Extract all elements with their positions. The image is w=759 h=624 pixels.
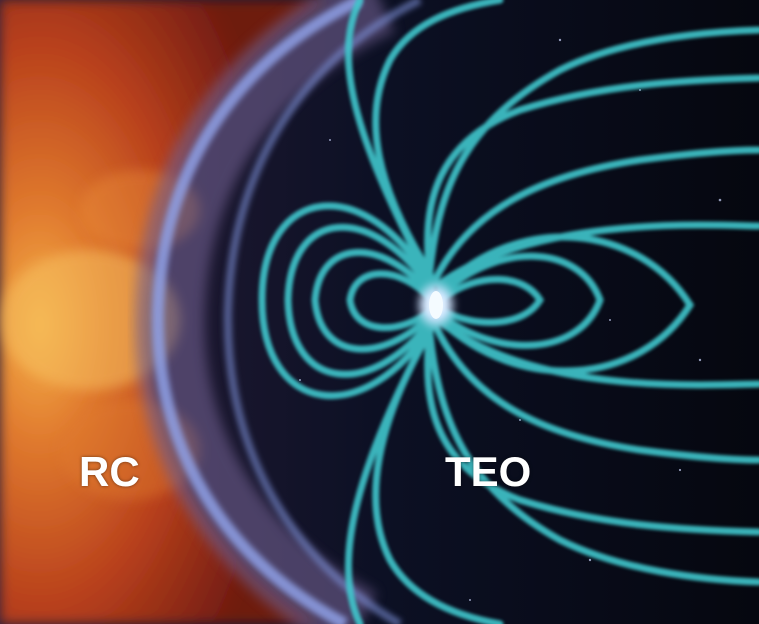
stars	[299, 38, 722, 601]
magnetic-field-lines	[258, 0, 759, 624]
label-teo: TEO	[445, 448, 532, 495]
label-rc: RC	[79, 448, 140, 495]
planet-earth	[414, 279, 458, 331]
bow-shock	[134, 0, 422, 624]
